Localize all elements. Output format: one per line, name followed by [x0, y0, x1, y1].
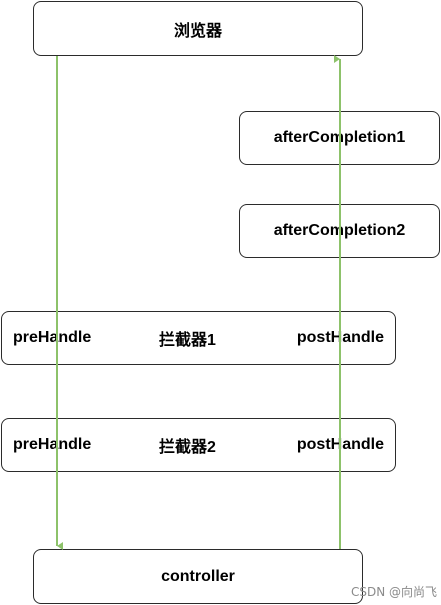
interceptor-2-prehandle-label: preHandle [13, 436, 92, 453]
csdn-watermark: CSDN @向尚飞 [350, 585, 437, 599]
interceptor-1-prehandle-label: preHandle [13, 329, 92, 346]
browser-label: 浏览器 [173, 22, 222, 40]
after-completion-2-label: afterCompletion2 [273, 222, 406, 239]
after-completion-1-label: afterCompletion1 [273, 129, 406, 146]
after-completion-1-node: afterCompletion1 [239, 111, 440, 165]
interceptor-2-node: preHandle 拦截器2 postHandle [1, 418, 396, 472]
interceptor-1-posthandle-label: postHandle [296, 329, 384, 346]
controller-node: controller [33, 549, 363, 604]
interceptor-1-name: 拦截器1 [159, 332, 216, 349]
interceptor-2-name: 拦截器2 [159, 439, 216, 456]
interceptor-2-posthandle-label: postHandle [296, 436, 384, 453]
after-completion-2-node: afterCompletion2 [239, 204, 440, 258]
controller-label: controller [161, 567, 235, 585]
interceptor-1-node: preHandle 拦截器1 postHandle [1, 311, 396, 365]
browser-node: 浏览器 [33, 1, 363, 56]
